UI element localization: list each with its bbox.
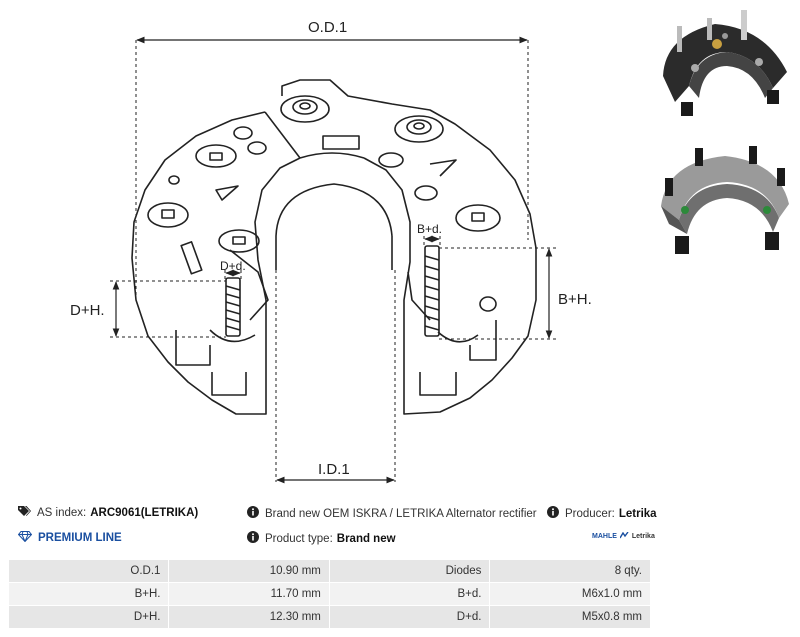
od-label: O.D.1 [308,19,347,36]
spec-label: Diodes [328,559,491,583]
product-type-row: Product type: Brand new [247,531,396,546]
spec-value: 11.70 mm [168,582,330,606]
spec-label: B+d. [328,582,491,606]
diamond-icon [17,531,33,545]
dd-label: D+d. [220,259,246,273]
as-index-row: AS index: ARC9061(LETRIKA) [18,506,198,520]
bd-label: B+d. [417,222,442,236]
spec-label: D+H. [7,605,170,629]
as-index-value: ARC9061(LETRIKA) [90,507,199,519]
spec-label: O.D.1 [7,559,170,583]
as-index-label: AS index: [37,507,87,519]
spec-value: M6x1.0 mm [489,582,651,606]
mahle-letrika-logo: MAHLE Letrika [592,531,655,541]
rectifier-technical-drawing: O.D.1 I.D.1 D+H. B+H. D+d. B+d. [70,19,592,484]
premium-line-row: PREMIUM LINE [17,531,122,545]
producer-value: Letrika [618,507,657,520]
letrika-logo-mark-icon [619,531,629,541]
spec-value: M5x0.8 mm [489,605,651,629]
description-text: Brand new OEM ISKRA / LETRIKA Alternator… [265,507,537,520]
info-icon [247,531,259,546]
spec-value: 8 qty. [489,559,651,583]
info-icon [247,506,259,521]
producer-label: Producer: [565,507,615,520]
spec-value: 10.90 mm [168,559,330,583]
dh-label: D+H. [70,302,105,319]
info-icon [547,506,559,521]
table-row: B+H. 11.70 mm B+d. M6x1.0 mm [7,582,651,606]
product-photo-bottom [661,146,789,254]
letrika-logo-text: Letrika [631,533,655,540]
product-photo-top [663,10,787,116]
description-row: Brand new OEM ISKRA / LETRIKA Alternator… [247,506,537,521]
product-type-label: Product type: [265,532,333,545]
id-label: I.D.1 [318,461,350,478]
tags-icon [18,506,31,520]
spec-value: 12.30 mm [168,605,330,629]
product-type-value: Brand new [336,532,396,545]
mahle-logo-text: MAHLE [592,533,617,540]
bh-label: B+H. [558,291,592,308]
specs-table: O.D.1 10.90 mm Diodes 8 qty. B+H. 11.70 … [7,559,651,629]
producer-row: Producer: Letrika [547,506,657,521]
premium-line-label: PREMIUM LINE [38,532,122,544]
spec-label: B+H. [7,582,170,606]
table-row: O.D.1 10.90 mm Diodes 8 qty. [7,559,651,583]
table-row: D+H. 12.30 mm D+d. M5x0.8 mm [7,605,651,629]
spec-label: D+d. [328,605,491,629]
